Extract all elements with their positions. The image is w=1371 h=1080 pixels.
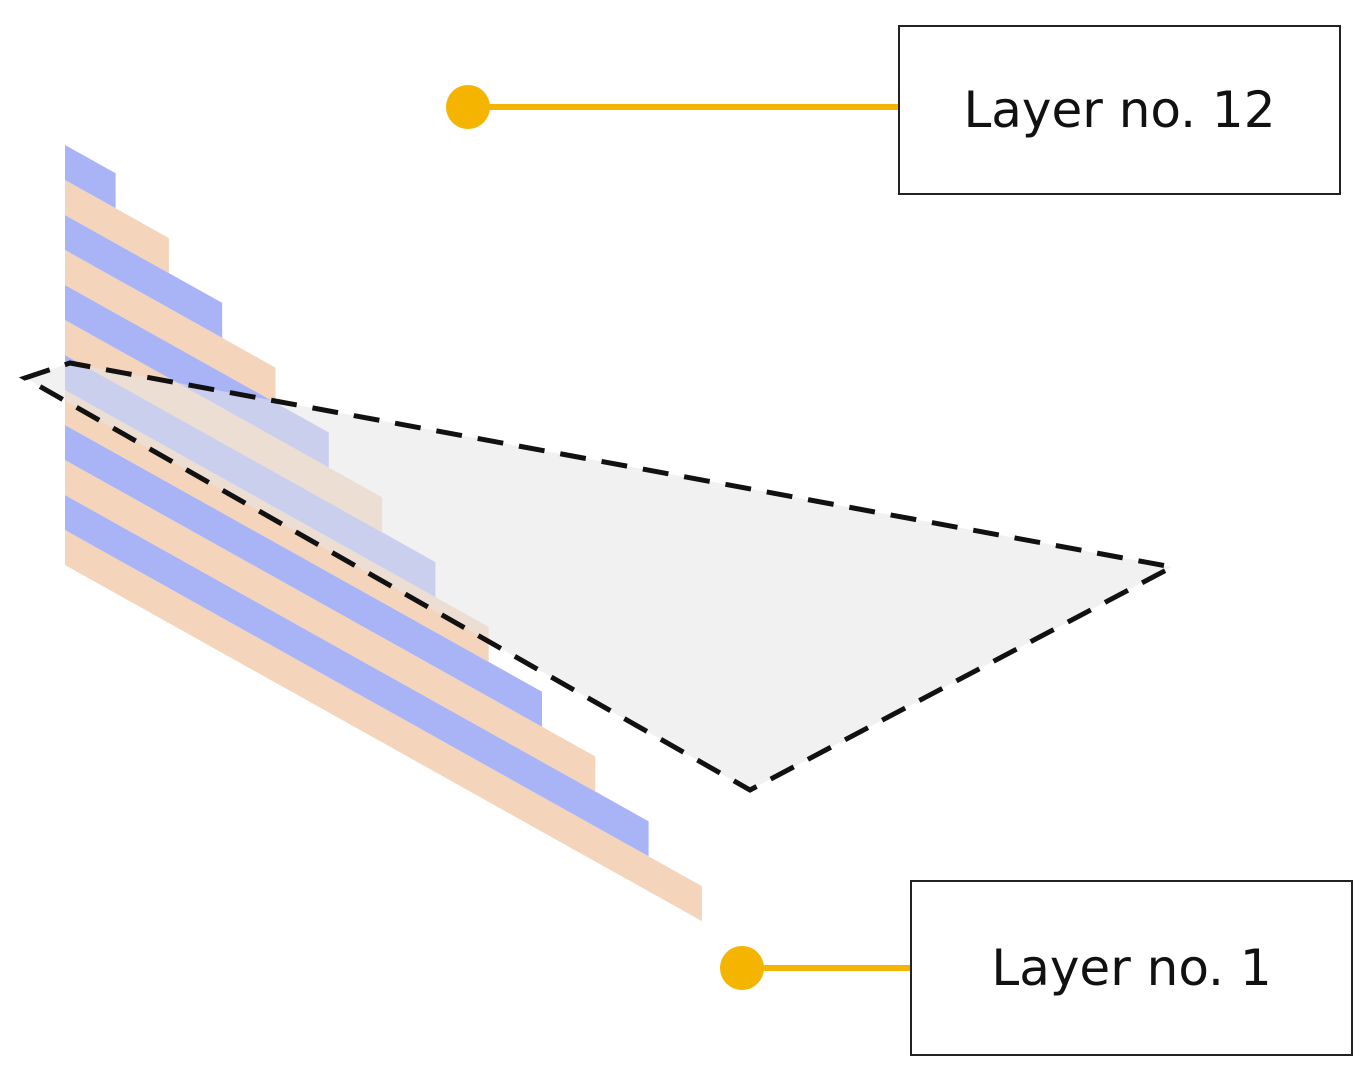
- layer-11-side: [65, 180, 169, 274]
- callout-leaders: [446, 85, 910, 990]
- layer-1-side: [65, 530, 702, 922]
- leader-dot-top: [446, 85, 490, 129]
- layer-3-side: [65, 460, 596, 792]
- layer-12-side: [65, 145, 116, 209]
- layer-stack: [65, 145, 702, 922]
- layer-2-side: [65, 495, 649, 857]
- callout-layer-1-label: Layer no. 1: [991, 939, 1272, 997]
- layer-4-side: [65, 425, 542, 727]
- leader-dot-bottom: [720, 946, 764, 990]
- callout-layer-12: Layer no. 12: [898, 25, 1341, 195]
- callout-layer-12-label: Layer no. 12: [963, 81, 1276, 139]
- callout-layer-1: Layer no. 1: [910, 880, 1353, 1056]
- layer-10-side: [65, 215, 223, 338]
- cut-plane: [18, 360, 1180, 793]
- layer-9-side: [65, 250, 276, 403]
